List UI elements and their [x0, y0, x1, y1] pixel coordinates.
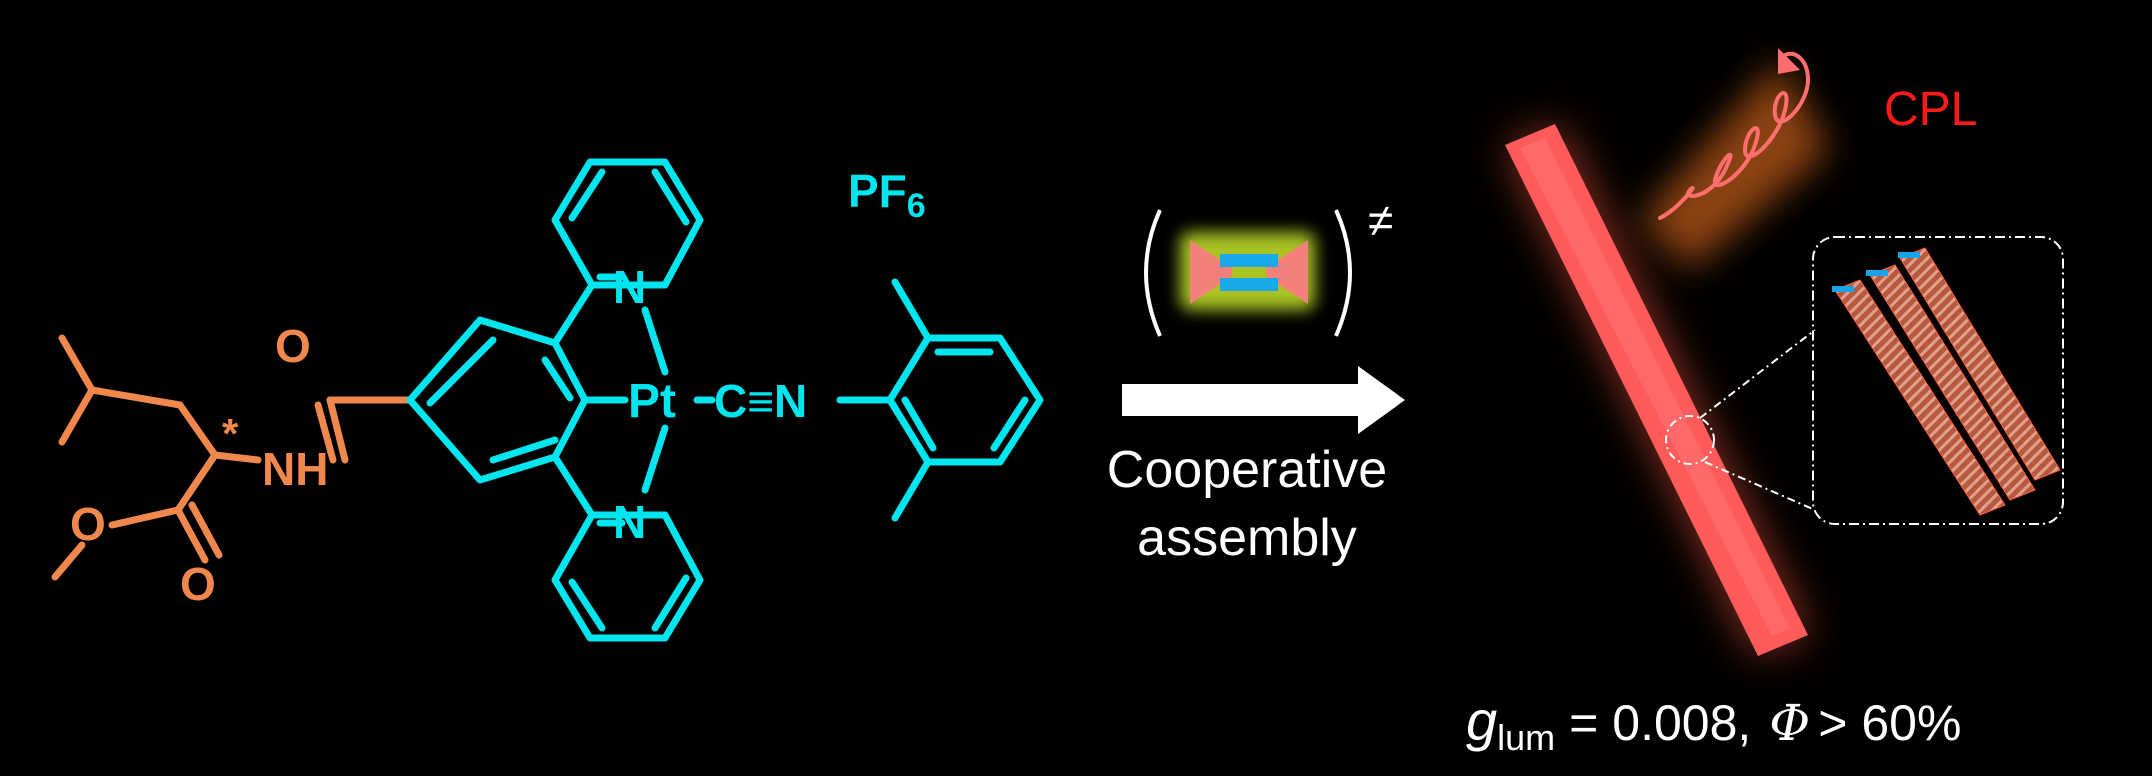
- zoom-line-bottom: [1704, 461, 1816, 511]
- left-bracket: [1144, 209, 1162, 337]
- nitrogen-bottom-label: N: [613, 496, 646, 548]
- inset-frame: [1812, 236, 2064, 525]
- g-value: = 0.008,: [1569, 695, 1751, 751]
- cpl-label: CPL: [1884, 83, 1977, 136]
- stack-bar-bottom: [1220, 278, 1278, 291]
- nitrogen-top-label: N: [613, 261, 646, 313]
- nh-label: NH: [262, 443, 328, 495]
- reaction-arrow: [1122, 366, 1405, 434]
- transition-state-mark: ≠: [1368, 194, 1393, 246]
- stacked-lamellae: [1832, 247, 2061, 516]
- counterion-label: PF6: [848, 165, 926, 225]
- zoom-focus-circle: [1665, 415, 1715, 465]
- g-subscript: lum: [1497, 717, 1555, 758]
- process-label-line1: Cooperative: [1107, 441, 1387, 499]
- ligand-bonds: [51, 334, 414, 581]
- left-wedge-icon: [1190, 240, 1232, 304]
- right-wedge-icon: [1266, 240, 1308, 304]
- carbonyl-oxygen-label: O: [180, 558, 216, 610]
- stack-bar-top: [1220, 254, 1278, 267]
- process-label-line2: assembly: [1137, 509, 1357, 567]
- ester-oxygen-label: O: [70, 498, 106, 550]
- amide-oxygen-label: O: [275, 320, 311, 372]
- assembly-glow: [1180, 232, 1315, 310]
- counterion-base: PF: [848, 165, 907, 217]
- isocyanide-label: C≡N: [714, 375, 807, 427]
- phi-value: > 60%: [1818, 695, 1961, 751]
- emissive-nanofiber: [1505, 124, 1810, 656]
- performance-metrics: glum = 0.008, Φ> 60%: [1466, 689, 1961, 758]
- zoom-line-top: [1699, 329, 1816, 419]
- cpl-wave-icon: [1640, 48, 1830, 270]
- g-symbol: g: [1466, 689, 1497, 752]
- counterion-subscript: 6: [907, 187, 926, 225]
- transition-state-bracket: [1144, 209, 1352, 337]
- zoom-inset: [1665, 236, 2064, 525]
- complex-bonds: [406, 158, 1044, 642]
- molecule-structure: [51, 158, 1044, 642]
- right-bracket: [1334, 209, 1352, 337]
- phi-symbol: Φ: [1769, 694, 1810, 752]
- chiral-center-mark: *: [222, 410, 239, 457]
- pt-atom-label: Pt: [628, 375, 676, 428]
